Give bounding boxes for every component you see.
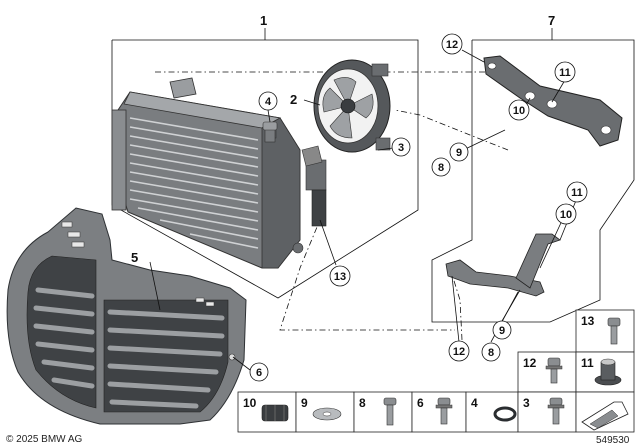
callout-9-upper: 9 — [449, 142, 469, 162]
svg-text:3: 3 — [398, 142, 404, 154]
legend-item-6: 6 — [417, 396, 424, 410]
connection-line-lower — [279, 214, 455, 331]
parts-legend: 13 12 11 10 9 — [237, 309, 635, 433]
o-ring-4-icon — [493, 406, 517, 422]
radiator-grille-cover — [6, 207, 247, 425]
svg-text:11: 11 — [559, 67, 571, 79]
callout-11-upper: 11 — [554, 61, 576, 83]
legend-item-13: 13 — [581, 314, 595, 328]
mounting-bracket-lower — [445, 233, 561, 297]
svg-text:11: 11 — [571, 187, 583, 199]
svg-text:9: 9 — [456, 147, 462, 159]
copyright-text: © 2025 BMW AG — [6, 434, 83, 445]
callout-5: 5 — [131, 250, 138, 265]
svg-text:12: 12 — [453, 346, 465, 358]
oil-cooler-radiator — [111, 77, 304, 269]
callout-4: 4 — [258, 91, 278, 111]
svg-text:6: 6 — [256, 367, 262, 379]
callout-7: 7 — [548, 13, 555, 28]
legend-item-11: 11 — [581, 356, 594, 370]
bolt-4-graphic — [262, 121, 278, 143]
washer-9-icon — [312, 407, 342, 421]
svg-text:8: 8 — [488, 347, 494, 359]
diagram-number: 549530 — [596, 435, 630, 446]
collar-screw-3-icon — [547, 397, 565, 425]
legend-item-4: 4 — [471, 396, 478, 410]
rubber-bushing-11-icon — [594, 358, 622, 386]
svg-text:10: 10 — [513, 105, 525, 117]
hose-connector — [301, 145, 327, 227]
callout-2: 2 — [290, 92, 297, 107]
svg-text:9: 9 — [499, 325, 505, 337]
callout-12-lower: 12 — [448, 340, 470, 362]
callout-12-upper: 12 — [441, 33, 463, 55]
legend-item-12: 12 — [523, 356, 537, 370]
callout-13: 13 — [329, 265, 351, 287]
svg-text:8: 8 — [438, 162, 444, 174]
svg-text:12: 12 — [446, 39, 458, 51]
callout-3: 3 — [391, 137, 411, 157]
collar-screw-6-icon — [435, 397, 453, 425]
rubber-grommet-10-icon — [261, 404, 289, 422]
direction-arrow-icon — [581, 401, 629, 431]
legend-item-8: 8 — [359, 396, 366, 410]
collar-screw-12-icon — [545, 357, 563, 384]
screw-8-icon — [383, 397, 397, 426]
callout-9-lower: 9 — [492, 320, 512, 340]
svg-text:13: 13 — [334, 271, 346, 283]
callout-11-lower: 11 — [566, 181, 588, 203]
legend-item-3: 3 — [523, 396, 530, 410]
callout-10-lower: 10 — [555, 203, 577, 225]
callout-6: 6 — [249, 362, 269, 382]
svg-text:10: 10 — [560, 209, 572, 221]
callout-10-upper: 10 — [508, 99, 530, 121]
cooling-fan — [313, 59, 391, 153]
assembly-frame-7 — [431, 39, 635, 323]
svg-text:4: 4 — [265, 96, 272, 108]
callout-1: 1 — [260, 13, 267, 28]
legend-item-9: 9 — [301, 396, 308, 410]
screw-13-icon — [607, 317, 621, 345]
callout-8-lower: 8 — [481, 342, 501, 362]
connection-line-bracket — [394, 109, 509, 151]
legend-item-10: 10 — [243, 396, 257, 410]
callout-8-upper: 8 — [431, 157, 451, 177]
